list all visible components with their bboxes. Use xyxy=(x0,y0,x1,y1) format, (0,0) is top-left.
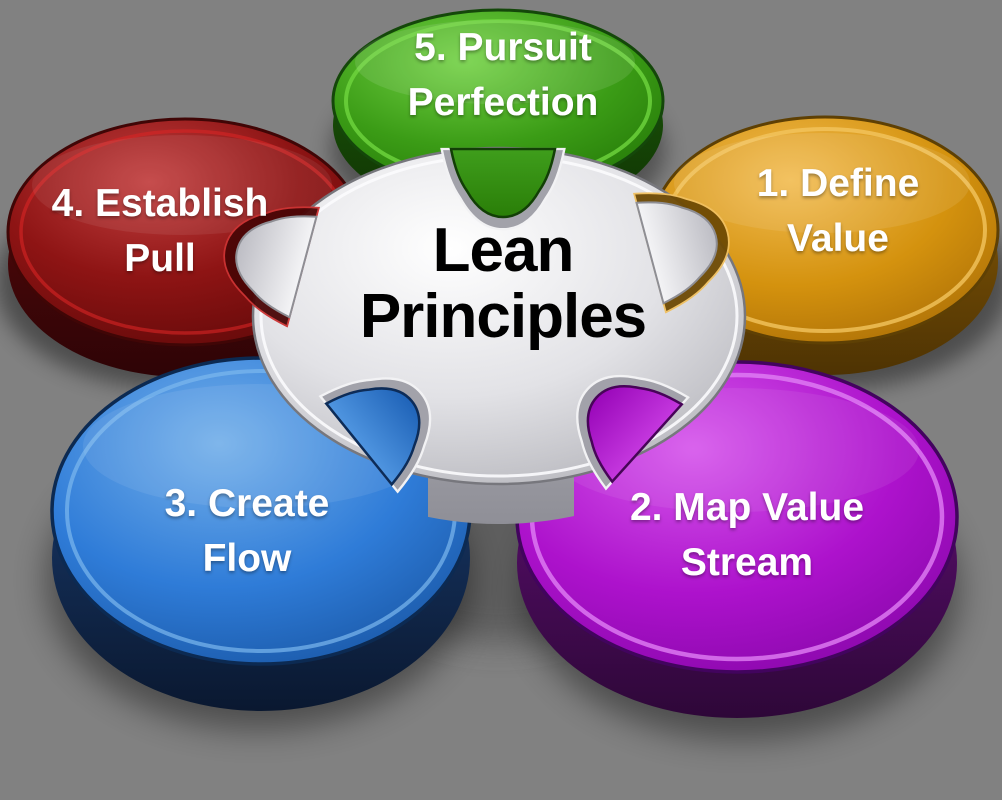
puzzle-diagram-graphic xyxy=(0,8,1002,740)
lean-principles-diagram: 5. Pursuit Perfection 1. Define Value 4.… xyxy=(0,8,1002,740)
